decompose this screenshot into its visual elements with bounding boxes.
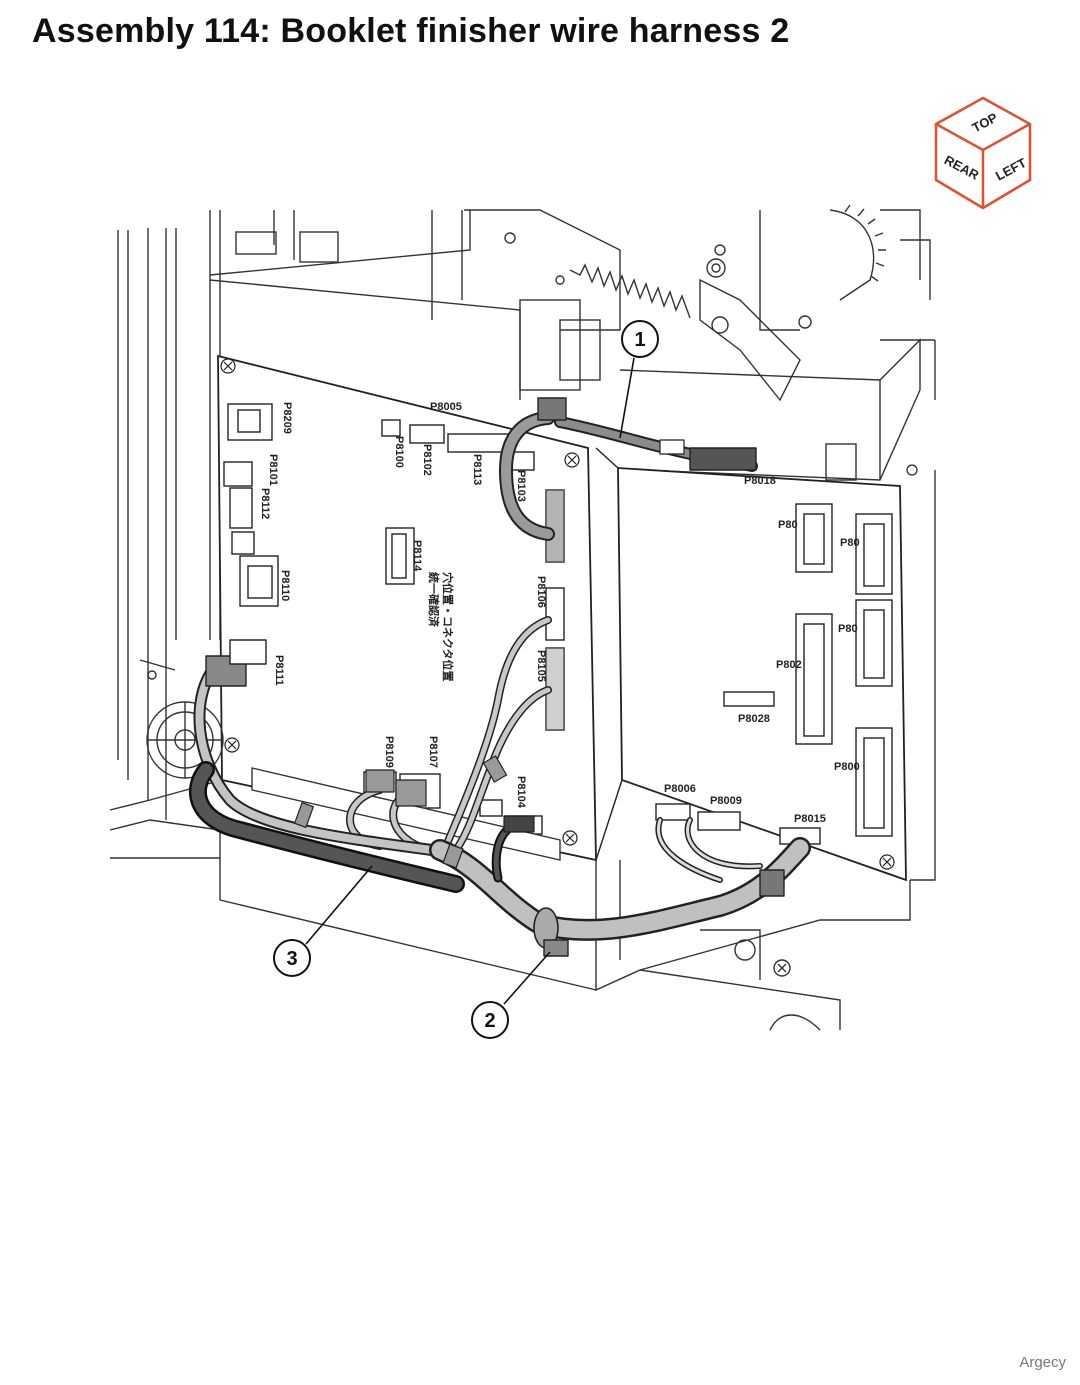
callout-3-number: 3 — [286, 948, 297, 970]
callout-3: 3 — [273, 865, 373, 977]
label-p8106: P8106 — [535, 576, 547, 608]
board-note-2: 統一確認済 — [427, 572, 441, 628]
label-p802: P802 — [776, 659, 802, 671]
label-p8103: P8103 — [515, 470, 527, 502]
callout-1: 1 — [619, 320, 659, 439]
label-p8006: P8006 — [664, 783, 696, 795]
label-p8113: P8113 — [471, 454, 483, 485]
label-p8009: P8009 — [710, 795, 742, 807]
secondary-pcb-board: P8018 P80 P80 P80 P802 P8028 P800 P8006 … — [595, 447, 918, 882]
wire-harness-3 — [189, 761, 535, 893]
label-p8015: P8015 — [794, 813, 826, 825]
page-title: Assembly 114: Booklet finisher wire harn… — [32, 12, 790, 50]
label-p8107: P8107 — [427, 736, 439, 768]
label-p80-top-right: P80 — [840, 537, 860, 549]
label-p8114: P8114 — [411, 540, 423, 572]
label-p8110: P8110 — [279, 570, 291, 601]
callout-1-number: 1 — [634, 329, 645, 351]
label-p8018: P8018 — [744, 475, 776, 487]
label-p8104: P8104 — [515, 776, 527, 809]
board-note-1: 穴位置・コネクタ位置 — [441, 572, 455, 682]
label-p800: P800 — [834, 761, 860, 773]
label-p8111: P8111 — [273, 655, 285, 686]
label-p8005: P8005 — [430, 401, 462, 413]
label-p8109: P8109 — [383, 736, 395, 768]
label-p8112: P8112 — [259, 488, 271, 519]
label-p8102: P8102 — [421, 444, 433, 476]
wire-harness-2 — [193, 616, 811, 957]
wire-harness-1 — [499, 397, 758, 541]
orientation-cube-icon: TOP REAR LEFT — [934, 96, 1032, 210]
chassis-frame — [117, 204, 936, 820]
label-p80-top-left: P80 — [778, 519, 798, 531]
label-p8101: P8101 — [267, 454, 279, 486]
label-p80-mid-right: P80 — [838, 623, 858, 635]
label-p8100: P8100 — [393, 436, 405, 468]
watermark-text: Argecy — [1019, 1354, 1066, 1371]
callout-2: 2 — [471, 951, 551, 1039]
label-p8028: P8028 — [738, 713, 770, 725]
callout-2-number: 2 — [484, 1010, 495, 1032]
label-p8105: P8105 — [535, 650, 547, 682]
label-p8209: P8209 — [281, 402, 293, 434]
